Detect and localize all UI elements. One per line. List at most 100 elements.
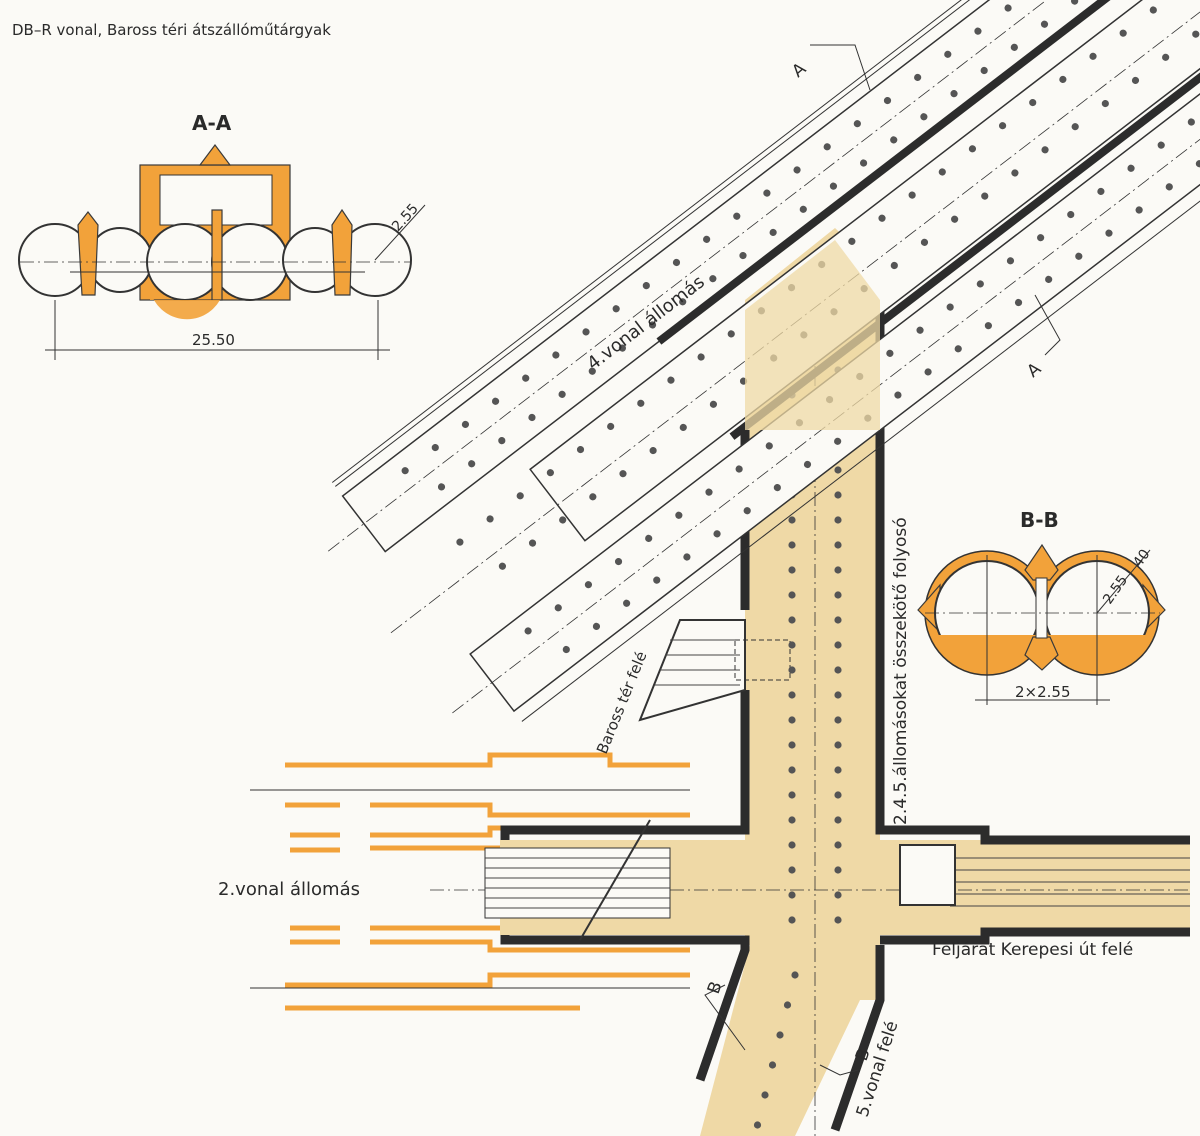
column-dot <box>951 215 959 223</box>
column-dot <box>679 423 687 432</box>
column-dot <box>623 599 631 607</box>
column-dot <box>401 467 409 475</box>
column-dot <box>883 96 892 105</box>
column-dot <box>528 413 536 422</box>
column-dot <box>1010 43 1018 51</box>
column-dot <box>763 189 771 197</box>
column-dot <box>642 282 650 290</box>
column-dot <box>829 182 838 190</box>
column-dot <box>584 581 593 589</box>
column-dot <box>552 351 560 359</box>
column-dot <box>834 616 842 624</box>
column-dot <box>803 460 812 469</box>
line2-station-label: 2.vonal állomás <box>218 879 360 900</box>
column-dot <box>834 791 842 799</box>
column-dot <box>1071 0 1079 5</box>
column-dot <box>709 400 718 408</box>
column-dot <box>1195 160 1200 168</box>
column-dot <box>637 399 645 407</box>
column-dot <box>705 488 713 496</box>
column-dot <box>491 397 500 405</box>
column-dot <box>980 66 988 75</box>
section-aa-radius-dim: 2.55 <box>389 201 422 235</box>
column-dot <box>834 691 842 699</box>
column-dot <box>834 891 842 899</box>
column-dot <box>672 258 681 267</box>
corridor-label: 2.4.5.állomásokat összekötő folyosó <box>891 517 911 825</box>
column-dot <box>834 841 842 849</box>
column-dot <box>914 73 922 82</box>
column-dot <box>853 120 861 128</box>
column-dot <box>834 566 842 574</box>
column-dot <box>799 205 807 213</box>
column-dot <box>498 562 506 570</box>
column-dot <box>1011 169 1019 177</box>
column-dot <box>582 328 590 336</box>
column-dot <box>713 530 721 538</box>
column-dot <box>788 666 796 674</box>
column-dot <box>498 437 506 445</box>
column-dot <box>793 166 801 174</box>
column-dot <box>1135 206 1143 214</box>
line2-station-tracks <box>250 752 690 1011</box>
column-dot <box>834 437 842 445</box>
column-dot <box>1127 164 1135 172</box>
column-dot <box>733 212 741 220</box>
column-dot <box>788 741 796 749</box>
column-dot <box>1119 29 1127 37</box>
column-dot <box>1089 52 1097 60</box>
section-bb-width-dim: 2×2.55 <box>1015 683 1071 701</box>
column-dot <box>894 391 902 399</box>
column-dot <box>834 666 842 674</box>
section-aa-label: A-A <box>192 111 232 135</box>
column-dot <box>1162 53 1170 61</box>
column-dot <box>554 604 562 612</box>
column-dot <box>614 557 623 566</box>
column-dot <box>1071 123 1079 131</box>
column-dot <box>645 534 653 543</box>
column-dot <box>1029 98 1037 107</box>
column-dot <box>788 791 796 799</box>
column-dot <box>834 491 842 499</box>
column-dot <box>588 367 596 375</box>
column-dot <box>562 645 570 654</box>
column-dot <box>1187 118 1195 126</box>
column-dot <box>675 511 683 519</box>
column-dot <box>788 566 796 574</box>
column-dot <box>1059 75 1067 84</box>
column-dot <box>920 238 929 246</box>
column-dot <box>848 237 856 245</box>
column-dot <box>618 344 627 352</box>
column-dot <box>954 345 962 353</box>
column-dot <box>1131 76 1140 85</box>
column-dot <box>920 113 928 121</box>
column-dot <box>1014 298 1023 307</box>
column-dot <box>528 539 537 547</box>
column-dot <box>667 376 675 384</box>
column-dot <box>834 466 842 474</box>
column-dot <box>788 516 796 524</box>
column-dot <box>743 507 751 515</box>
column-dot <box>648 321 657 329</box>
column-dot <box>1045 275 1053 284</box>
section-aa-width-dim: 25.50 <box>192 331 235 349</box>
column-dot <box>522 374 530 382</box>
column-dot <box>916 326 924 334</box>
column-dot <box>1157 141 1165 149</box>
column-dot <box>968 145 977 153</box>
section-marker-a-top: A <box>788 59 810 82</box>
column-dot <box>878 214 886 222</box>
column-dot <box>761 1091 769 1099</box>
drawing-title: DB–R vonal, Baross téri átszállóműtárgya… <box>12 21 331 39</box>
column-dot <box>981 192 989 200</box>
section-bb-label: B-B <box>1020 508 1059 532</box>
column-dot <box>735 465 743 473</box>
column-dot <box>612 305 620 313</box>
column-dot <box>788 891 796 899</box>
column-dot <box>788 616 796 624</box>
column-dot <box>974 27 982 35</box>
column-dot <box>709 275 717 283</box>
column-dot <box>788 766 796 774</box>
column-dot <box>589 493 597 501</box>
